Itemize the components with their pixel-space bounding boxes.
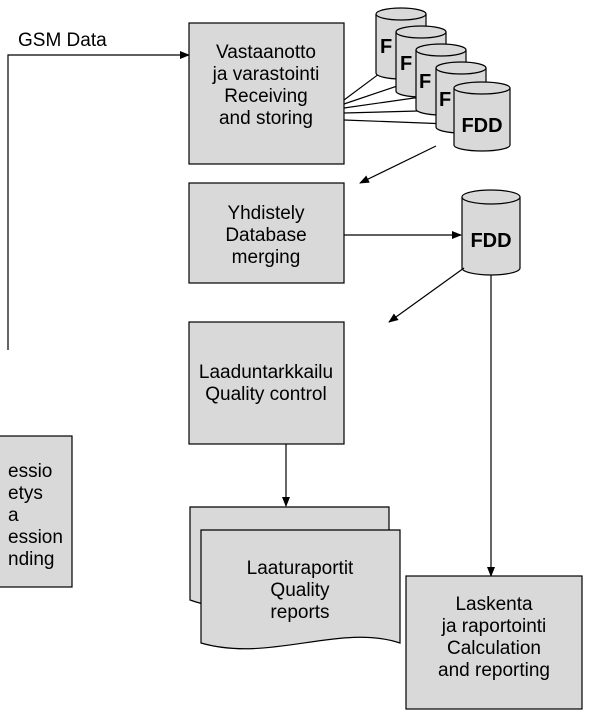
database-to-quality-arrow bbox=[388, 267, 465, 323]
receiving-storing-box: Vastaanotto ja varastointi Receiving and… bbox=[188, 22, 345, 165]
database-stack: F F F F FDD bbox=[375, 7, 511, 152]
calculation-box-line-3: Calculation bbox=[447, 638, 541, 659]
regression-box-line-1: essio bbox=[8, 461, 52, 482]
receiving-box-line-1: Vastaanotto bbox=[216, 42, 316, 63]
calculation-box-line-4: and reporting bbox=[438, 660, 550, 681]
reports-line-2: Quality bbox=[270, 580, 330, 601]
calculation-box-line-1: Laskenta bbox=[455, 594, 533, 615]
stacked-database: FDD bbox=[453, 81, 511, 152]
gsm-data-connector bbox=[7, 51, 190, 350]
receiving-box-line-4: and storing bbox=[219, 108, 313, 129]
partial-database-2-label: F bbox=[400, 53, 412, 75]
merging-box-line-2: Database bbox=[225, 225, 306, 246]
regression-box-line-3: a bbox=[8, 505, 19, 526]
gsm-data-label: GSM Data bbox=[18, 30, 107, 51]
partial-database-3-label: F bbox=[419, 71, 431, 93]
regression-box: essio etys a ession nding bbox=[0, 435, 73, 588]
storage-to-merging-arrow bbox=[359, 145, 437, 184]
stacked-database-label: FDD bbox=[461, 115, 502, 137]
receiving-box-line-3: Receiving bbox=[224, 86, 307, 107]
calculation-reporting-box: Laskenta ja raportointi Calculation and … bbox=[405, 575, 583, 710]
calculation-box-line-2: ja raportointi bbox=[441, 616, 547, 637]
regression-box-line-2: etys bbox=[8, 483, 43, 504]
quality-reports-document: Laaturaportit Quality reports bbox=[189, 506, 401, 650]
regression-box-line-4: ession bbox=[8, 527, 63, 548]
quality-control-box: Laaduntarkkailu Quality control bbox=[188, 321, 345, 445]
merging-box-line-1: Yhdistely bbox=[227, 203, 305, 224]
partial-database-4-label: F bbox=[439, 89, 451, 111]
reports-line-1: Laaturaportit bbox=[247, 558, 354, 579]
reports-line-3: reports bbox=[270, 602, 329, 623]
quality-box-line-2: Quality control bbox=[205, 384, 326, 405]
database-merging-box: Yhdistely Database merging bbox=[188, 182, 345, 284]
partial-database-1-label: F bbox=[380, 36, 392, 58]
merged-database-label: FDD bbox=[470, 230, 511, 252]
receiving-box-line-2: ja varastointi bbox=[212, 64, 320, 85]
merged-database: FDD bbox=[461, 189, 521, 276]
merging-box-line-3: merging bbox=[232, 247, 301, 268]
regression-box-line-5: nding bbox=[8, 549, 55, 570]
quality-box-line-1: Laaduntarkkailu bbox=[199, 362, 333, 383]
